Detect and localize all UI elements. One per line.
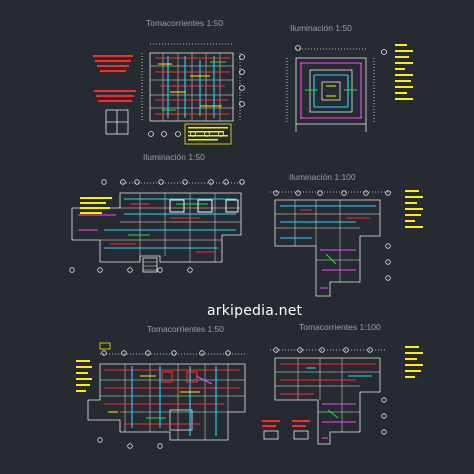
plan-iluminacion-top [286,45,387,132]
plan-tomacorrientes-1-100-notes [262,346,423,440]
plan-title-iluminacion-1-100-mid: Iluminación 1:100 [289,172,356,182]
plan-tomacorrientes-bottom-left [87,350,246,449]
plan-tomacorrientes-top-notes [93,55,232,145]
plan-iluminacion-top-circuits [300,62,362,119]
plan-iluminacion-mid-left [69,179,245,273]
plan-title-iluminacion-1-50-top: Iluminación 1:50 [290,23,352,33]
plan-iluminacion-mid-left-notes [80,197,112,214]
plan-title-iluminacion-1-50-mid: Iluminación 1:50 [143,152,205,162]
plan-iluminacion-1-100-legend [405,190,423,228]
plan-tomacorrientes-top-circuits [155,56,230,118]
plan-tomacorrientes-bottom-left-circuits [104,366,240,436]
plan-iluminacion-top-legend [395,44,413,100]
plan-iluminacion-1-100-circuits [280,205,376,289]
plan-tomacorrientes-1-100-circuits [280,363,376,439]
plan-iluminacion-mid-left-circuits [78,198,239,253]
plan-title-tomacorrientes-1-50-bottom: Tomacorrientes 1:50 [147,324,225,334]
plan-title-tomacorrientes-1-100-bottom: Tomacorrientes 1:100 [299,322,381,332]
plan-title-tomacorrientes-1-50-top: Tomacorrientes 1:50 [146,18,224,28]
watermark: arkipedia.net [207,303,303,319]
plan-iluminacion-1-100 [270,190,392,297]
plan-tomacorrientes-1-100 [270,347,387,445]
plan-tomacorrientes-bottom-left-notes [76,342,111,392]
